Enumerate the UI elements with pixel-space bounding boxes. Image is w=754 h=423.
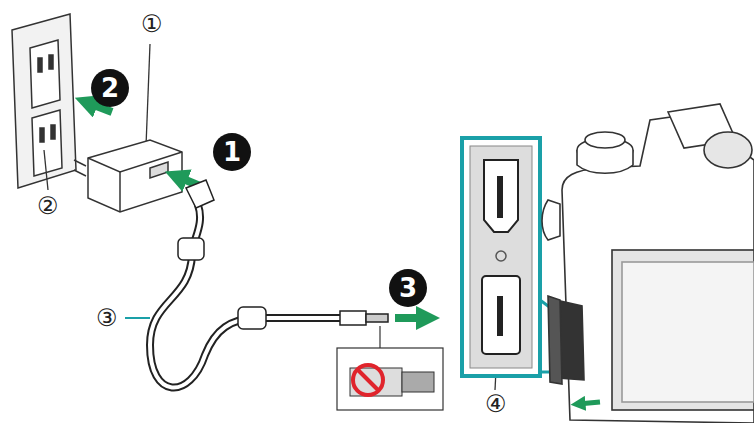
step-number: 2 <box>91 69 129 107</box>
step-number: 3 <box>389 269 427 307</box>
camera <box>542 104 754 423</box>
callout-number: ③ <box>95 306 119 330</box>
usb-adapter <box>74 140 182 212</box>
port-panel <box>462 138 556 376</box>
callout-number: ④ <box>484 392 508 416</box>
step-number-text: 2 <box>101 75 119 101</box>
callout-number: ② <box>36 194 60 218</box>
step-number-text: 1 <box>223 139 241 165</box>
wall-outlet <box>12 14 76 188</box>
usb-cable <box>150 205 345 388</box>
wrong-plug-inset <box>337 326 443 410</box>
callout-number: ① <box>140 12 164 36</box>
step-number-text: 3 <box>399 275 417 301</box>
step-number: 1 <box>213 133 251 171</box>
